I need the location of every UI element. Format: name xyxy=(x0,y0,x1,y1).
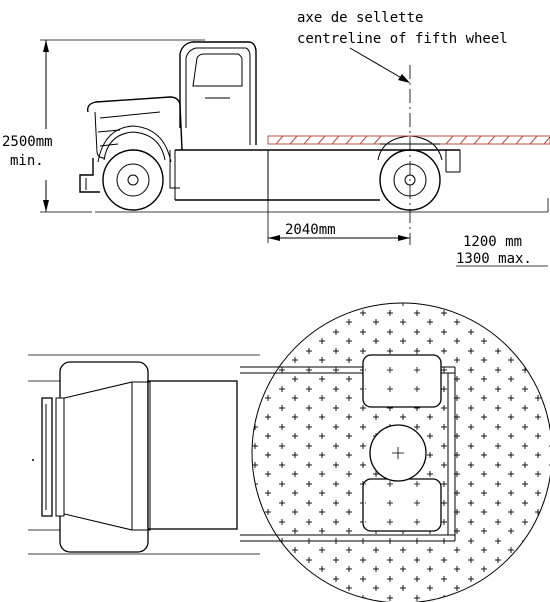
fifth-wheel-leader-arrow xyxy=(349,47,410,83)
side-view: axe de sellette centreline of fifth whee… xyxy=(2,10,550,267)
height-value-label: 2500mm xyxy=(2,134,53,150)
overhang-nominal-label: 1200 mm xyxy=(463,234,522,250)
overhang-max-label: 1300 max. xyxy=(456,251,532,267)
fifth-wheel-label-fr: axe de sellette xyxy=(297,10,423,26)
top-view xyxy=(28,302,550,602)
offset-dimension xyxy=(267,200,410,243)
height-min-label: min. xyxy=(10,153,44,169)
fifth-wheel-label-en: centreline of fifth wheel xyxy=(297,31,508,47)
truck-cab xyxy=(179,41,257,145)
height-dimension xyxy=(40,39,205,213)
reference-dot xyxy=(32,459,34,461)
truck-hood xyxy=(79,96,183,193)
wheel-crosses xyxy=(365,357,439,529)
truck-chassis xyxy=(174,149,461,201)
front-wheel xyxy=(97,125,172,211)
trailer-outline xyxy=(267,135,550,145)
offset-value-label: 2040mm xyxy=(285,222,336,238)
cab-top-view xyxy=(41,361,238,553)
fifth-wheel-plate xyxy=(369,424,427,482)
